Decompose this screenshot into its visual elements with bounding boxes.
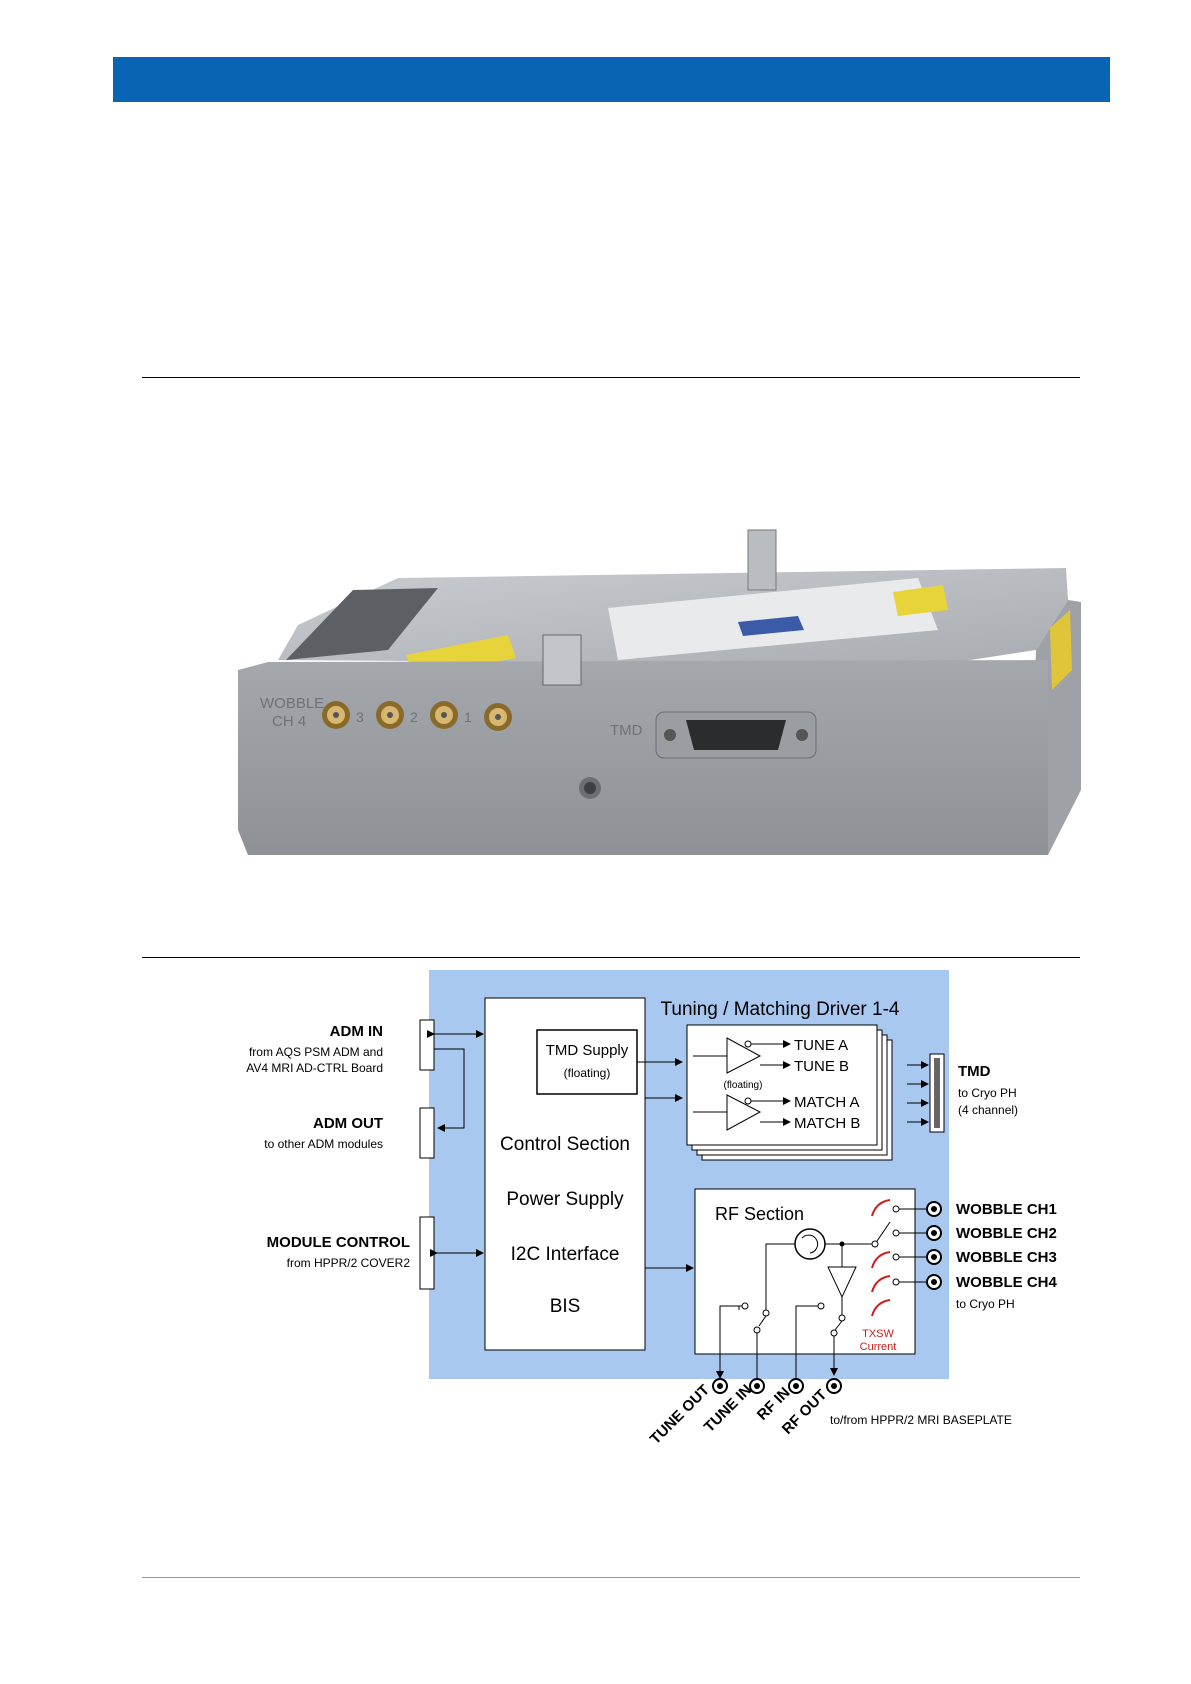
tmd-label: TMD — [958, 1063, 991, 1080]
module-photo: WOBBLE CH 4 3 2 1 TMD — [238, 529, 1081, 855]
tmd-supply-sub: (floating) — [564, 1066, 611, 1080]
bis-label: BIS — [550, 1296, 581, 1317]
adm-out-label: ADM OUT — [313, 1115, 383, 1132]
rf-out-connector — [826, 1378, 842, 1394]
txsw-arrows — [871, 1199, 891, 1317]
match-b-label: MATCH B — [794, 1115, 860, 1132]
front-bracket — [542, 634, 582, 686]
header-bar — [113, 57, 1110, 102]
wobble-ch4-label: WOBBLE CH4 — [956, 1274, 1057, 1291]
wobble-ch4-connector — [926, 1274, 942, 1290]
tmd-sub1: to Cryo PH — [958, 1086, 1017, 1100]
photo-port-1: 1 — [464, 709, 472, 725]
tmd-supply-block — [536, 1029, 638, 1095]
floating-label: (floating) — [724, 1080, 763, 1091]
photo-ch4-label: CH 4 — [272, 713, 306, 730]
tune-b-label: TUNE B — [794, 1058, 849, 1075]
adm-out-connector — [419, 1107, 435, 1159]
rf-section-label: RF Section — [715, 1204, 804, 1224]
sticker-logo — [738, 616, 804, 636]
circulator-icon — [794, 1228, 826, 1260]
photo-wobble-label: WOBBLE — [260, 695, 324, 712]
tmd-dsub-connector — [655, 711, 817, 759]
module-control-sub: from HPPR/2 COVER2 — [287, 1256, 411, 1270]
tune-out-connector — [712, 1378, 728, 1394]
wobble-switch-contacts — [892, 1205, 900, 1286]
section-rule-1 — [142, 377, 1080, 378]
adm-in-label: ADM IN — [330, 1023, 383, 1040]
adm-in-sub2: AV4 MRI AD-CTRL Board — [246, 1061, 383, 1075]
current-label: Current — [860, 1341, 897, 1353]
adm-out-sub: to other ADM modules — [264, 1137, 383, 1151]
tune-out-label: TUNE OUT — [647, 1382, 713, 1448]
sma-connector-2 — [430, 701, 458, 729]
module-control-connector — [419, 1216, 435, 1290]
wobble-ch3-label: WOBBLE CH3 — [956, 1249, 1057, 1266]
amplifier-rf-icon — [827, 1266, 857, 1299]
rf-in-connector — [788, 1378, 804, 1394]
wobble-ch2-label: WOBBLE CH2 — [956, 1225, 1057, 1242]
baseplate-label: to/from HPPR/2 MRI BASEPLATE — [830, 1413, 1012, 1427]
tune-in-connector — [749, 1378, 765, 1394]
adm-in-connector — [419, 1019, 435, 1071]
tmd-supply-label: TMD Supply — [546, 1042, 629, 1059]
wobble-ch2-connector — [926, 1225, 942, 1241]
module-front-panel — [238, 660, 1048, 855]
tmd-sub2: (4 channel) — [958, 1103, 1018, 1117]
module-handle — [286, 588, 438, 660]
photo-port-2: 2 — [410, 709, 418, 725]
adm-in-sub1: from AQS PSM ADM and — [249, 1045, 383, 1059]
tmd-driver-card — [686, 1024, 878, 1146]
block-diagram: TMD Supply (floating) Control Section Po… — [246, 970, 1057, 1448]
rf-section-block — [694, 1188, 916, 1355]
txsw-label: TXSW — [862, 1328, 894, 1340]
tmd-driver-title: Tuning / Matching Driver 1-4 — [660, 999, 899, 1020]
tune-a-label: TUNE A — [794, 1037, 848, 1054]
wobble-sub-label: to Cryo PH — [956, 1297, 1015, 1311]
side-label — [1050, 610, 1072, 690]
wobble-ch3-connector — [926, 1249, 942, 1265]
power-supply-label: Power Supply — [506, 1189, 624, 1210]
control-section-label: Control Section — [500, 1134, 630, 1155]
footer-rule — [142, 1577, 1080, 1578]
match-a-label: MATCH A — [794, 1094, 860, 1111]
sma-connector-1 — [484, 703, 512, 731]
wobble-ch1-connector — [926, 1201, 942, 1217]
photo-port-3: 3 — [356, 709, 364, 725]
top-bracket — [747, 529, 777, 591]
section-rule-2 — [142, 957, 1080, 958]
sma-connector-3 — [376, 701, 404, 729]
photo-tmd-label: TMD — [610, 722, 643, 739]
wobble-ch1-label: WOBBLE CH1 — [956, 1201, 1057, 1218]
module-control-label: MODULE CONTROL — [267, 1234, 410, 1251]
warning-label-2 — [893, 585, 948, 616]
sma-connector-4 — [322, 701, 350, 729]
i2c-interface-label: I2C Interface — [511, 1244, 620, 1265]
